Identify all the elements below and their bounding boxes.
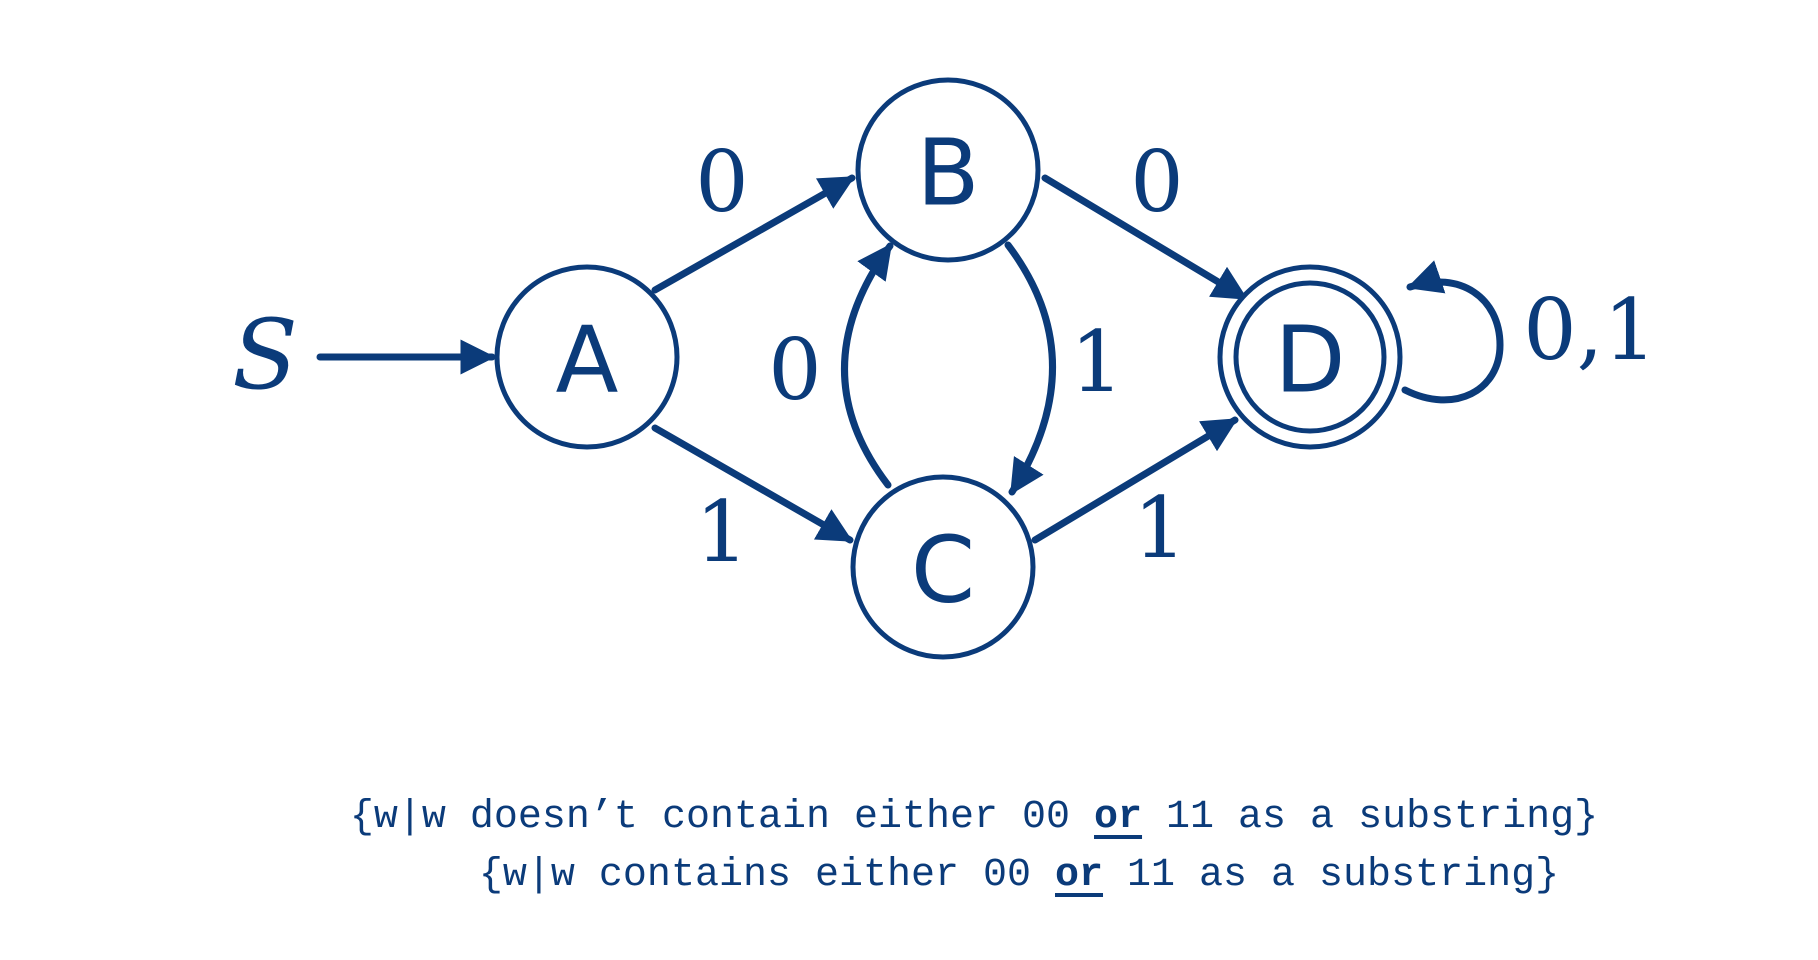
edge-label-a-c: 1 [695, 483, 748, 581]
state-c: C [850, 474, 1036, 660]
caption-1-or: or [1094, 795, 1143, 840]
start-label: S [232, 299, 298, 411]
state-a-label: A [556, 307, 619, 414]
edge-a-c [651, 424, 854, 544]
edge-c-d [1031, 416, 1239, 544]
caption-2-after: 11 as a substring} [1103, 853, 1560, 898]
state-d-label: D [1275, 307, 1346, 414]
edge-label-a-b: 0 [695, 133, 748, 231]
caption-1-after: 11 as a substring} [1142, 795, 1599, 840]
language-caption-contain: {w|w contains either 00 or 11 as a subst… [0, 853, 1818, 898]
edge-c-b [841, 242, 894, 489]
edge-label-d-d: 0,1 [1523, 281, 1657, 379]
edge-b-c [1004, 241, 1056, 496]
caption-2-or: or [1055, 853, 1104, 898]
edge-a-b [651, 174, 856, 294]
edge-d-d-loop [1401, 260, 1504, 404]
state-c-label: C [911, 517, 975, 624]
edge-label-c-b: 0 [768, 321, 821, 419]
edge-label-b-d: 0 [1130, 133, 1183, 231]
state-d-accepting: D [1217, 264, 1403, 450]
edge-b-d [1041, 174, 1249, 302]
caption-1-before: {w|w doesn’t contain either 00 [349, 795, 1095, 840]
caption-2-before: {w|w contains either 00 [478, 853, 1055, 898]
state-b: B [855, 77, 1041, 263]
state-b-label: B [916, 120, 979, 227]
edge-label-b-c: 1 [1070, 313, 1123, 411]
state-a: A [494, 264, 680, 450]
language-caption-not-contain: {w|w doesn’t contain either 00 or 11 as … [0, 795, 1818, 840]
edge-label-c-d: 1 [1133, 479, 1186, 577]
